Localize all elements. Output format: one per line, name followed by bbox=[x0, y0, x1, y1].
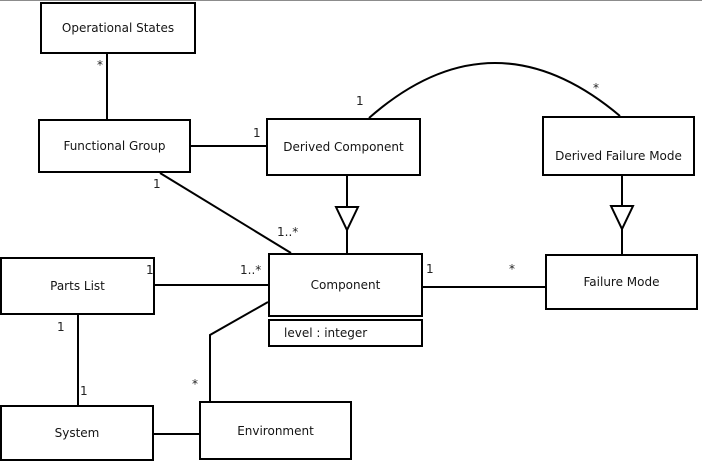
multiplicity-derived-component-end: 1 bbox=[253, 126, 261, 140]
class-failure-mode[interactable]: Failure Mode bbox=[545, 254, 698, 310]
class-component-attribute-compartment[interactable]: level : integer bbox=[268, 319, 423, 347]
multiplicity-parts-list-system-top: 1 bbox=[57, 320, 65, 334]
multiplicity-component-end-parts-list: 1..* bbox=[240, 263, 262, 277]
class-name: Functional Group bbox=[63, 139, 166, 153]
hollow-triangle-icon bbox=[334, 206, 360, 233]
class-operational-states[interactable]: Operational States bbox=[40, 2, 196, 54]
hollow-triangle-icon bbox=[609, 205, 635, 232]
class-name: Failure Mode bbox=[583, 275, 660, 289]
multiplicity-component-end-failure-mode: 1 bbox=[426, 262, 434, 276]
class-system[interactable]: System bbox=[0, 405, 154, 461]
multiplicity-parts-list-end: 1 bbox=[146, 263, 154, 277]
multiplicity-component-end-diagonal: 1..* bbox=[277, 225, 299, 239]
multiplicity-environment-end: * bbox=[192, 377, 198, 391]
multiplicity-parts-list-system-bottom: 1 bbox=[80, 384, 88, 398]
class-component[interactable]: Component bbox=[268, 253, 423, 317]
multiplicity-arc-derived-failure-mode-end: * bbox=[593, 81, 599, 95]
generalization-derived-component-component bbox=[334, 176, 360, 253]
multiplicity-failure-mode-end: * bbox=[509, 262, 515, 276]
class-name: Derived Failure Mode bbox=[555, 149, 682, 163]
multiplicity-functional-group-end: 1 bbox=[153, 177, 161, 191]
class-derived-component[interactable]: Derived Component bbox=[266, 118, 421, 176]
line-component-environment bbox=[209, 301, 269, 401]
class-name: System bbox=[54, 426, 100, 440]
generalization-derived-failure-mode-failure-mode bbox=[609, 176, 635, 254]
class-parts-list[interactable]: Parts List bbox=[0, 257, 155, 315]
class-name: Parts List bbox=[50, 279, 105, 293]
multiplicity-operational-states-end: * bbox=[97, 58, 103, 72]
arc-derived-component-derived-failure-mode bbox=[368, 62, 621, 119]
class-name: Derived Component bbox=[283, 140, 404, 154]
multiplicity-arc-derived-component-end: 1 bbox=[356, 94, 364, 108]
class-name: Environment bbox=[237, 423, 314, 438]
class-derived-failure-mode[interactable]: Derived Failure Mode bbox=[542, 116, 695, 176]
attribute-text: level : integer bbox=[284, 326, 368, 340]
class-name: Component bbox=[310, 278, 381, 292]
class-name: Operational States bbox=[61, 21, 175, 35]
class-environment[interactable]: Environment bbox=[199, 401, 352, 460]
line-functional-group-component bbox=[159, 172, 292, 254]
class-functional-group[interactable]: Functional Group bbox=[38, 119, 191, 173]
